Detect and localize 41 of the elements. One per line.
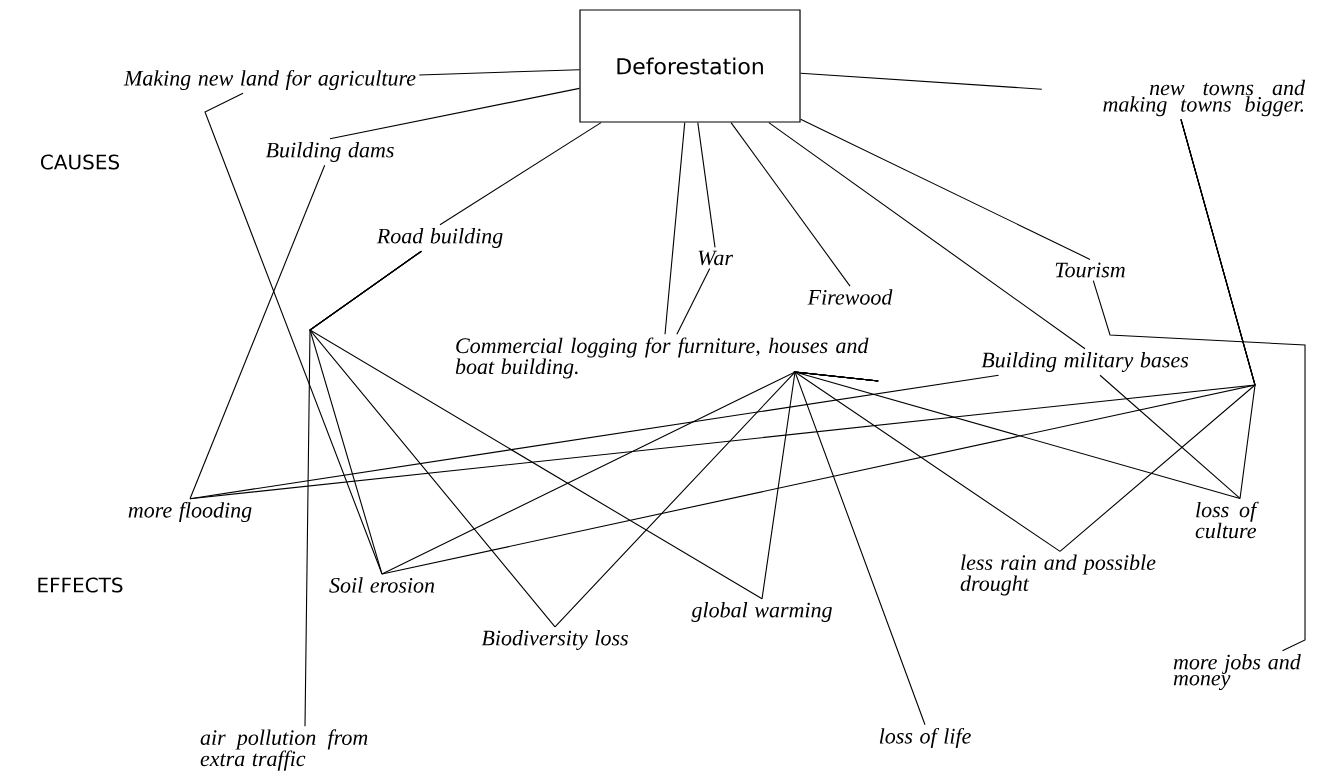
connector-line: [800, 72, 1043, 90]
connector-line: [204, 92, 383, 575]
connector-line: [189, 374, 1000, 500]
effect-text: more flooding: [128, 501, 252, 523]
cause-text: Road building: [376, 228, 503, 248]
connector-line: [381, 371, 879, 575]
connector-line: [768, 122, 1086, 350]
cause-text: Commercial logging for furniture, houses and boat building.: [455, 337, 869, 379]
effect-text: Soil erosion: [329, 577, 435, 593]
effect-text: global warming: [691, 602, 832, 622]
connector-line: [418, 69, 580, 76]
connector-line: [676, 268, 711, 335]
cause-text: Tourism: [1055, 262, 1125, 278]
connector-line: [329, 87, 580, 140]
title-box: Deforestation: [579, 9, 801, 123]
section-heading: EFFECTS: [38, 577, 123, 593]
connector-line: [1059, 118, 1256, 552]
connector-line: [189, 164, 326, 500]
effect-text: loss of culture: [1195, 501, 1259, 539]
cause-text: Firewood: [807, 289, 893, 305]
connector-line: [697, 122, 716, 248]
connector-line: [664, 122, 686, 335]
connector-line: [794, 371, 926, 726]
cause-text: Building dams: [265, 142, 394, 162]
cause-text: Making new land for agriculture: [123, 69, 416, 91]
connector-line: [309, 250, 763, 600]
effect-text: less rain and possible drought: [960, 554, 1156, 596]
connector-line: [439, 122, 602, 226]
section-heading: CAUSES: [41, 154, 120, 170]
connector-line: [800, 118, 1091, 260]
effect-text: Biodiversity loss: [481, 630, 628, 650]
connector-line: [1099, 374, 1241, 499]
connector-line: [730, 122, 851, 287]
effect-text: air pollution from extra traffic: [200, 729, 368, 771]
cause-text: new towns and making towns bigger.: [1103, 79, 1306, 117]
cause-text: War: [698, 250, 734, 266]
effect-text: loss of life: [879, 727, 971, 749]
cause-text: Building military bases: [981, 352, 1189, 372]
effect-text: more jobs and money: [1173, 654, 1301, 691]
connector-line: [1092, 280, 1306, 652]
connector-line: [792, 371, 1061, 552]
